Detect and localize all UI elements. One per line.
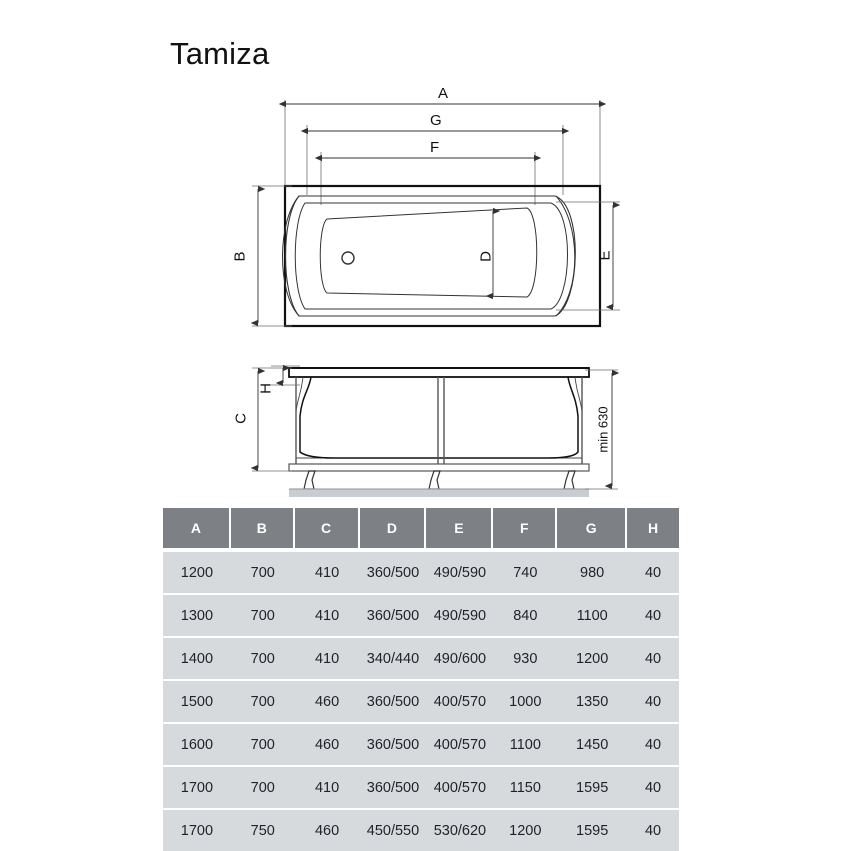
technical-drawing: A G F B D E C H min 630 (231, 85, 621, 497)
dimensions-table: A B C D E F G H 1200 700 410 360/500 490… (163, 508, 679, 851)
cell-f: 1100 (493, 724, 558, 767)
table-row: 1700 750 460 450/550 530/620 1200 1595 4… (163, 810, 679, 851)
column-header-e: E (426, 508, 494, 552)
cell-h: 40 (627, 552, 679, 595)
column-header-b: B (230, 508, 295, 552)
cell-a: 1200 (163, 552, 231, 595)
cell-a: 1300 (163, 595, 231, 638)
cell-g: 980 (557, 552, 628, 595)
table-row: 1700 700 410 360/500 400/570 1150 1595 4… (163, 767, 679, 810)
cell-e: 530/620 (426, 810, 494, 851)
cell-b: 700 (230, 552, 295, 595)
cell-g: 1100 (557, 595, 628, 638)
dimension-label-min630: min 630 (595, 406, 611, 453)
cell-f: 740 (493, 552, 558, 595)
bathtub-basin-floor (319, 207, 538, 298)
cell-g: 1200 (557, 638, 628, 681)
cell-h: 40 (627, 810, 679, 851)
column-header-a: A (163, 508, 231, 552)
cell-d: 360/500 (359, 681, 427, 724)
cell-d: 360/500 (359, 767, 427, 810)
cell-a: 1700 (163, 767, 231, 810)
bathtub-inner-rim (284, 195, 576, 317)
cell-f: 930 (493, 638, 558, 681)
cell-d: 360/500 (359, 595, 427, 638)
cell-h: 40 (627, 724, 679, 767)
cell-d: 450/550 (359, 810, 427, 851)
dimension-label-g: G (430, 112, 442, 129)
cell-f: 1200 (493, 810, 558, 851)
cell-g: 1450 (557, 724, 628, 767)
cell-b: 700 (230, 638, 295, 681)
cell-e: 400/570 (426, 767, 494, 810)
dimension-label-d: D (477, 251, 495, 262)
cell-f: 1150 (493, 767, 558, 810)
page-title: Tamiza (170, 36, 270, 71)
floor-line (289, 489, 589, 497)
cell-b: 700 (230, 681, 295, 724)
column-header-g: G (557, 508, 628, 552)
table-row: 1400 700 410 340/440 490/600 930 1200 40 (163, 638, 679, 681)
cell-b: 750 (230, 810, 295, 851)
cell-f: 840 (493, 595, 558, 638)
adjustable-feet (303, 470, 576, 490)
column-header-d: D (359, 508, 427, 552)
cell-c: 460 (294, 724, 360, 767)
cell-c: 410 (294, 595, 360, 638)
cell-d: 340/440 (359, 638, 427, 681)
bathtub-inner-rim-2 (294, 202, 568, 310)
cell-e: 490/590 (426, 552, 494, 595)
table-body: 1200 700 410 360/500 490/590 740 980 40 … (163, 552, 679, 851)
cell-c: 410 (294, 552, 360, 595)
column-header-f: F (493, 508, 558, 552)
column-header-h: H (627, 508, 679, 552)
table-row: 1500 700 460 360/500 400/570 1000 1350 4… (163, 681, 679, 724)
cell-e: 400/570 (426, 724, 494, 767)
dimension-label-e: E (596, 250, 614, 261)
table-row: 1200 700 410 360/500 490/590 740 980 40 (163, 552, 679, 595)
cell-h: 40 (627, 767, 679, 810)
cell-d: 360/500 (359, 724, 427, 767)
table-header-row: A B C D E F G H (163, 508, 679, 552)
dimension-label-f: F (430, 139, 440, 156)
cell-c: 410 (294, 767, 360, 810)
cell-a: 1500 (163, 681, 231, 724)
frame-rail (288, 463, 590, 472)
cell-g: 1595 (557, 810, 628, 851)
cell-h: 40 (627, 638, 679, 681)
cell-d: 360/500 (359, 552, 427, 595)
cell-e: 490/600 (426, 638, 494, 681)
tub-inner-shell (299, 376, 579, 459)
drain-hole-icon (341, 251, 355, 265)
cell-b: 700 (230, 724, 295, 767)
cell-e: 490/590 (426, 595, 494, 638)
table-row: 1600 700 460 360/500 400/570 1100 1450 4… (163, 724, 679, 767)
cell-g: 1595 (557, 767, 628, 810)
cell-g: 1350 (557, 681, 628, 724)
cell-c: 410 (294, 638, 360, 681)
cell-e: 400/570 (426, 681, 494, 724)
cell-c: 460 (294, 681, 360, 724)
cell-b: 700 (230, 767, 295, 810)
cell-c: 460 (294, 810, 360, 851)
cell-a: 1700 (163, 810, 231, 851)
cell-b: 700 (230, 595, 295, 638)
column-header-c: C (294, 508, 360, 552)
cell-f: 1000 (493, 681, 558, 724)
dimension-label-a: A (438, 85, 449, 102)
support-posts (295, 377, 583, 470)
cell-a: 1600 (163, 724, 231, 767)
dimension-label-c: C (232, 413, 250, 424)
dimension-label-h: H (257, 383, 275, 394)
bathtub-rim-slab (288, 367, 590, 378)
dimension-label-b: B (231, 251, 249, 262)
table-row: 1300 700 410 360/500 490/590 840 1100 40 (163, 595, 679, 638)
tub-body-outline (295, 376, 583, 459)
bathtub-outer-rim (283, 184, 602, 328)
cell-h: 40 (627, 595, 679, 638)
cell-a: 1400 (163, 638, 231, 681)
cell-h: 40 (627, 681, 679, 724)
